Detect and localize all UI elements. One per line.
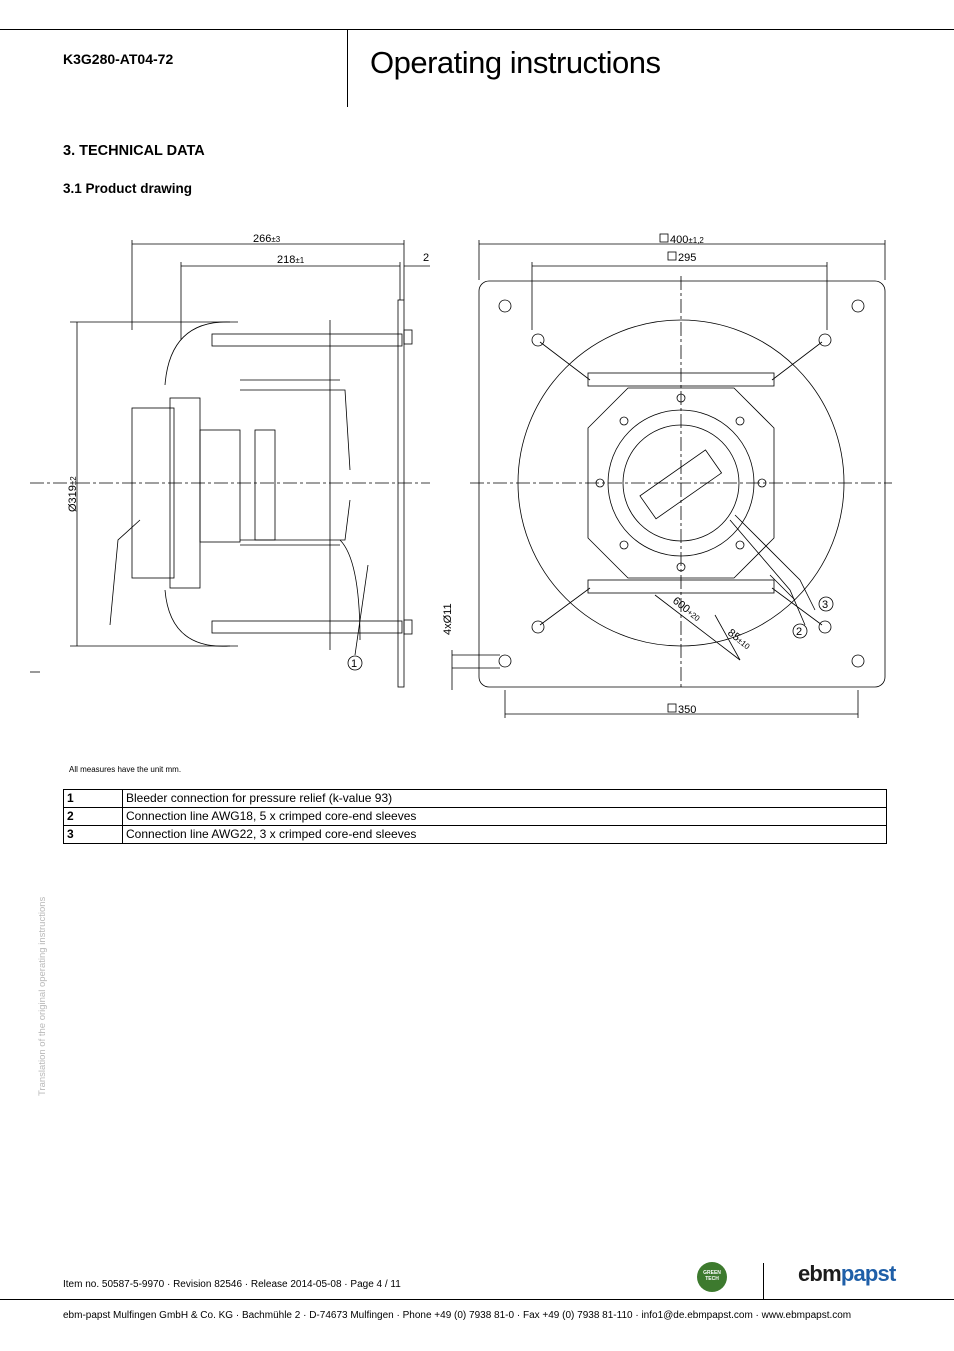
measures-note: All measures have the unit mm. — [69, 765, 182, 774]
svg-text:400±1,2: 400±1,2 — [670, 234, 704, 246]
green-tech-badge: GREEN TECH — [697, 1262, 727, 1292]
tol-85: ±10 — [735, 636, 751, 652]
tol-319: ±2 — [69, 476, 78, 485]
table-row: 2 Connection line AWG18, 5 x crimped cor… — [63, 807, 887, 826]
svg-text:85±10: 85±10 — [725, 627, 753, 653]
section-heading: 3. TECHNICAL DATA — [63, 143, 205, 159]
table-row: 1 Bleeder connection for pressure relief… — [63, 789, 887, 808]
legend-number: 1 — [63, 789, 123, 808]
table-row: 3 Connection line AWG22, 3 x crimped cor… — [63, 825, 887, 844]
footer-item-line: Item no. 50587-5-9970 · Revision 82546 ·… — [63, 1279, 401, 1290]
dim-350: 350 — [678, 704, 696, 716]
footer-logo-divider — [763, 1263, 764, 1299]
document-title: Operating instructions — [370, 45, 661, 80]
tol-266: ±3 — [271, 235, 280, 244]
translation-note: Translation of the original operating in… — [37, 896, 48, 1096]
model-number: K3G280-AT04-72 — [63, 51, 174, 67]
dim-holes: 4xØ11 — [442, 603, 454, 635]
logo-part-ebm: ebm — [798, 1261, 842, 1286]
legend-text: Connection line AWG22, 3 x crimped core-… — [122, 825, 887, 844]
dim-400: 400 — [670, 234, 688, 246]
ebmpapst-logo: ebmpapst — [798, 1261, 896, 1287]
tol-218: ±1 — [295, 256, 304, 265]
product-drawing: 266±3 218±1 2 Ø319±2 4xØ11 400±1,2 295 3… — [30, 233, 892, 718]
legend-text: Bleeder connection for pressure relief (… — [122, 789, 887, 808]
footer-company-line: ebm-papst Mulfingen GmbH & Co. KG · Bach… — [63, 1310, 852, 1321]
legend-text: Connection line AWG18, 5 x crimped core-… — [122, 807, 887, 826]
legend-number: 3 — [63, 825, 123, 844]
dim-85: 85 — [725, 627, 742, 644]
header-top-rule — [0, 29, 954, 30]
callout-1: 1 — [351, 658, 357, 670]
subsection-heading: 3.1 Product drawing — [63, 181, 193, 196]
dim-218: 218 — [277, 254, 295, 266]
dim-295: 295 — [678, 252, 696, 264]
dim-266: 266 — [253, 233, 271, 245]
legend-number: 2 — [63, 807, 123, 826]
dim-319: Ø319 — [67, 485, 79, 512]
logo-part-papst: papst — [840, 1261, 896, 1286]
callout-2: 2 — [796, 626, 802, 638]
svg-text:600+20: 600+20 — [670, 595, 703, 624]
footer-rule — [0, 1299, 954, 1300]
callout-3: 3 — [822, 599, 828, 611]
tol-600: +20 — [685, 608, 702, 624]
green-tech-label: GREEN TECH — [703, 1270, 721, 1282]
header-divider — [347, 29, 348, 107]
svg-text:218±1: 218±1 — [277, 254, 305, 266]
tol-400: ±1,2 — [688, 236, 704, 245]
svg-text:Ø319±2: Ø319±2 — [67, 476, 79, 512]
legend-table: 1 Bleeder connection for pressure relief… — [63, 789, 887, 844]
svg-text:266±3: 266±3 — [253, 233, 281, 245]
dim-2: 2 — [423, 252, 429, 264]
